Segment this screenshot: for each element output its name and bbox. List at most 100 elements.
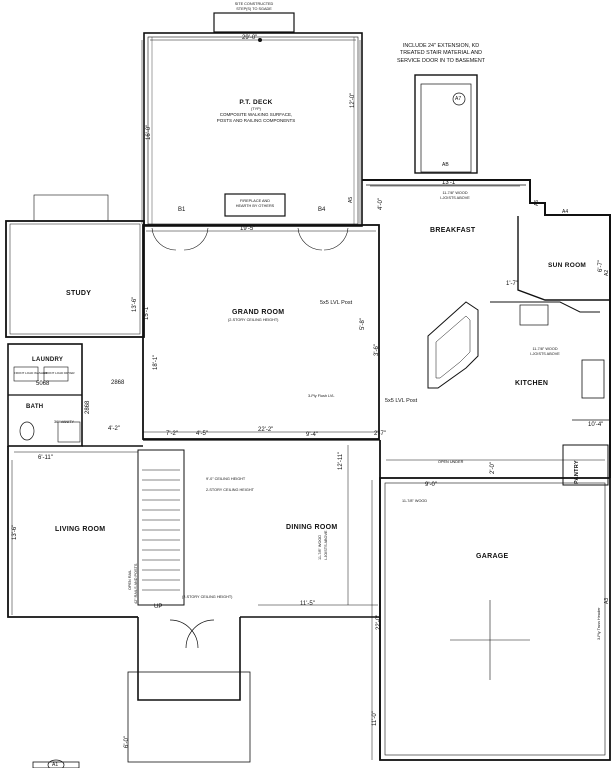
- top-step: [213, 12, 295, 33]
- kitchen-joist2: I-JOISTS ABOVE: [530, 352, 560, 356]
- study-dim1: 13'-6": [132, 296, 138, 312]
- pantry-walls: [562, 444, 609, 486]
- basement-service-door: [414, 74, 478, 174]
- garage-dim-top: 9'-0": [425, 482, 437, 488]
- garage-header: 3-Ply Truss Header: [597, 607, 601, 641]
- breakfast-joist1: 11-7/8" WOOD: [442, 191, 468, 195]
- kitchen-counter: [490, 301, 600, 313]
- deck-sub: (TYP): [251, 107, 261, 111]
- garage-depth-dim: 22'-0": [376, 614, 382, 630]
- kitchen-joist1: 11-7/8" WOOD: [532, 347, 558, 351]
- bath-name: BATH: [26, 404, 44, 410]
- deck-name: P.T. DECK: [239, 99, 273, 106]
- dim-4-5: 4'-5": [196, 431, 208, 437]
- living-width-dim: 6'-11": [38, 455, 53, 461]
- deck-outline: [143, 32, 363, 227]
- sun-room-bay: [517, 216, 610, 301]
- kitchen-name: KITCHEN: [515, 380, 549, 387]
- dining-joist1: 11-7/8" WOOD: [318, 534, 322, 560]
- tag-a4: A4: [562, 209, 569, 215]
- foyer-stair-note: 2-STORY CEILING HEIGHT: [206, 488, 254, 492]
- top-note-line2: STEP(S) TO SGADE: [236, 7, 272, 11]
- dim-2-0: 2'-0": [490, 462, 496, 474]
- tag-a1: A1: [52, 762, 59, 768]
- foyer-stair: [137, 449, 185, 606]
- bath-vanity: 36" VANITY: [54, 420, 75, 424]
- grand-room-sub: (2-STORY CEILING HEIGHT): [228, 318, 279, 322]
- door-5068: 5068: [36, 381, 50, 387]
- tag-ab: AB: [442, 162, 449, 168]
- dim-4-2: 4'-2": [108, 426, 120, 432]
- pantry-name: PANTRY: [574, 460, 580, 484]
- living-room-walls: [7, 446, 138, 618]
- dim-7-2: 7'-2": [166, 431, 178, 437]
- grand-room-width-dim: 19'-5": [240, 226, 256, 232]
- laundry-name: LAUNDRY: [32, 357, 64, 363]
- bath-door2: 2868: [85, 400, 91, 414]
- garage-joist: 11-7/8" WOOD: [402, 499, 428, 503]
- kitchen-island: [427, 301, 479, 389]
- dining-width-dim: 11'-5": [300, 601, 315, 607]
- dim-4-0: 4'-0": [378, 198, 384, 210]
- garage-right-dim: 11'-0": [372, 711, 378, 726]
- garage-walls: [379, 477, 611, 761]
- box-note-line1: INCLUDE 24" EXTENSION, KD: [402, 43, 480, 49]
- kitchen-wing-wall: [362, 179, 611, 478]
- tag-a7: A7: [455, 96, 462, 102]
- foyer-up: UP: [154, 604, 163, 610]
- tag-b1: B1: [178, 207, 186, 213]
- grand-room-name: GRAND ROOM: [232, 309, 285, 316]
- deck-note2: POSTS AND RAILING COMPONENTS: [216, 118, 296, 123]
- laundry-washer: FRONT LOAD WASHER: [14, 371, 48, 375]
- grand-room-depth-dim: 18'-1": [153, 354, 159, 370]
- dim-3-6: 3'-6": [374, 344, 380, 356]
- tag-a3: A3: [604, 597, 610, 604]
- grand-room-post2: 5x5 LVL Post: [385, 398, 418, 404]
- tag-a2: A2: [604, 269, 610, 276]
- sun-room-name: SUN ROOM: [548, 262, 587, 269]
- dim-22-2: 22'-2": [258, 427, 274, 433]
- fireplace-line1: FIREPLACE AND: [240, 199, 270, 203]
- garage-open-under: OPEN UNDER: [438, 460, 464, 464]
- foyer-ceiling-9: 9'-0" CEILING HEIGHT: [206, 477, 246, 481]
- fireplace-line2: HEARTH BY OTHERS: [235, 204, 275, 208]
- dim-5-8: 5'-8": [360, 318, 366, 330]
- front-porch: [137, 617, 241, 701]
- garage-name: GARAGE: [476, 553, 509, 560]
- dining-depth-dim: 12'-11": [338, 451, 344, 470]
- living-room-name: LIVING ROOM: [55, 526, 106, 533]
- grand-room-post1: 5x5 LVL Post: [320, 300, 353, 306]
- deck-depth-dim: 16'-0": [146, 124, 152, 140]
- dining-room-name: DINING ROOM: [286, 524, 338, 531]
- breakfast-name: BREAKFAST: [430, 227, 476, 234]
- dining-joist2: I-JOISTS ABOVE: [324, 530, 328, 560]
- dim-2-7: 2'-7": [374, 431, 386, 437]
- dim-6-0: 6'-0": [124, 736, 130, 748]
- deck-width-dim: 29'-0": [242, 35, 258, 41]
- foyer-rail-note: 42" RAILS AND POSTS: [134, 563, 138, 604]
- bath-door1: 2868: [111, 380, 125, 386]
- tag-a6: A6: [534, 199, 540, 206]
- breakfast-width-dim: 13'-1": [442, 180, 458, 186]
- box-note-line3: SERVICE DOOR IN TO BASEMENT: [396, 57, 486, 64]
- deck-depth-dim-right: 12'-0": [350, 92, 356, 108]
- kitchen-dim: 10'-4": [588, 422, 604, 428]
- deck-note1: COMPOSITE WALKING SURFACE,: [219, 112, 293, 117]
- dim-9-4: 9'-4": [306, 432, 318, 438]
- dim-1-7: 1'-7": [506, 281, 518, 287]
- foyer-open-rail: OPEN RAIL: [128, 569, 132, 590]
- box-note: INCLUDE 24" EXTENSION, KD TREATED STAIR …: [393, 43, 489, 65]
- laundry-dryer: FRONT LOAD DRYER: [44, 371, 75, 375]
- study-dim2: 15'-1": [144, 304, 150, 320]
- top-note-line1: SITE CONSTRUCTED: [234, 2, 274, 6]
- study-walls: [5, 220, 145, 338]
- grand-room-walls: [142, 224, 380, 440]
- study-name: STUDY: [66, 290, 92, 297]
- tag-b4: B4: [318, 207, 326, 213]
- fireplace-box: [224, 193, 286, 217]
- breakfast-joist2: I-JOISTS ABOVE: [440, 196, 470, 200]
- living-depth-dim: 13'-6": [12, 524, 18, 540]
- box-note-line2: TREATED STAIR MATERIAL AND: [399, 50, 483, 57]
- tag-a5: A5: [348, 196, 354, 203]
